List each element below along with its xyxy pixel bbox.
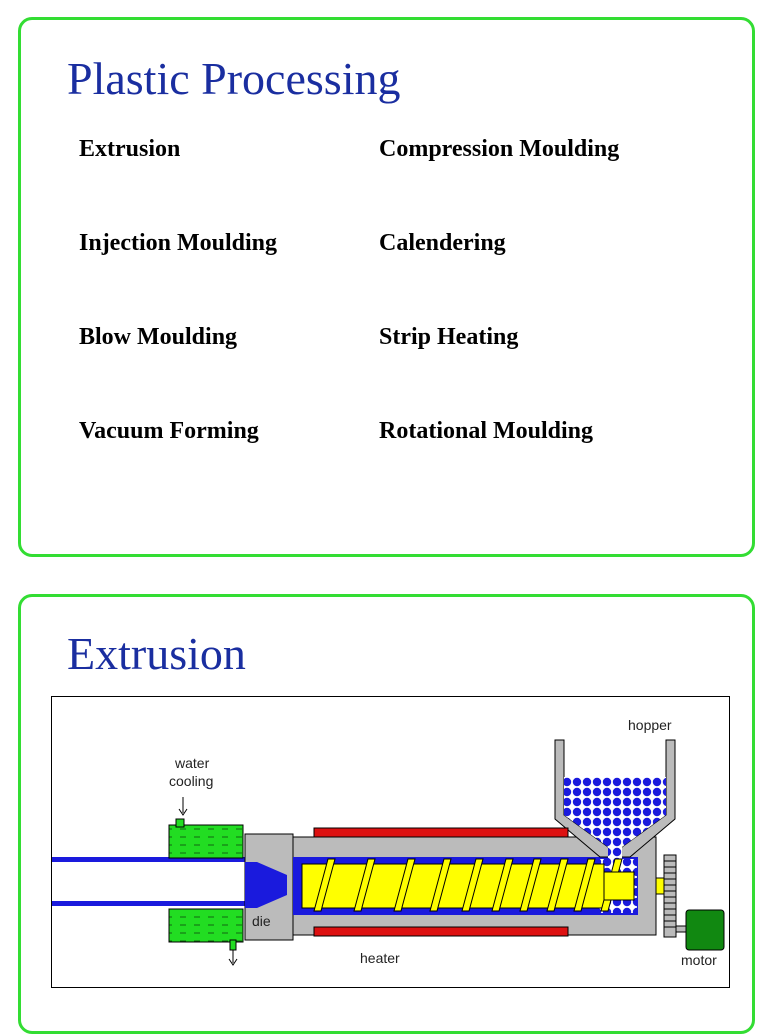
process-item: Strip Heating <box>379 324 519 350</box>
process-item: Rotational Moulding <box>379 418 594 444</box>
process-item: Extrusion <box>79 136 181 162</box>
process-item: Blow Moulding <box>79 324 238 350</box>
die-label: die <box>252 913 271 929</box>
heater-top <box>313 827 569 838</box>
die <box>244 833 294 941</box>
heater-label: heater <box>360 950 400 966</box>
drive-gear <box>655 854 687 938</box>
process-item: Injection Moulding <box>79 230 278 256</box>
process-item: Vacuum Forming <box>79 418 259 444</box>
heater-bottom <box>313 926 569 937</box>
hopper-label: hopper <box>628 717 672 733</box>
slide-title: Extrusion <box>67 628 246 679</box>
slide-plastic-processing: Plastic Processing Extrusion Injection M… <box>18 17 755 557</box>
cooling-label: cooling <box>169 773 213 789</box>
screw <box>301 858 635 912</box>
water-label: water <box>174 755 210 771</box>
extrudate <box>52 857 252 906</box>
slide-extrusion: Extrusion <box>18 594 755 1034</box>
motor-label: motor <box>681 952 717 968</box>
process-item: Calendering <box>379 230 506 256</box>
motor <box>685 909 725 951</box>
extruder-diagram: hopper water cooling die heater motor <box>51 696 730 988</box>
process-item: Compression Moulding <box>379 136 620 162</box>
slide-title: Plastic Processing <box>67 53 401 104</box>
water-cooling <box>168 797 244 966</box>
